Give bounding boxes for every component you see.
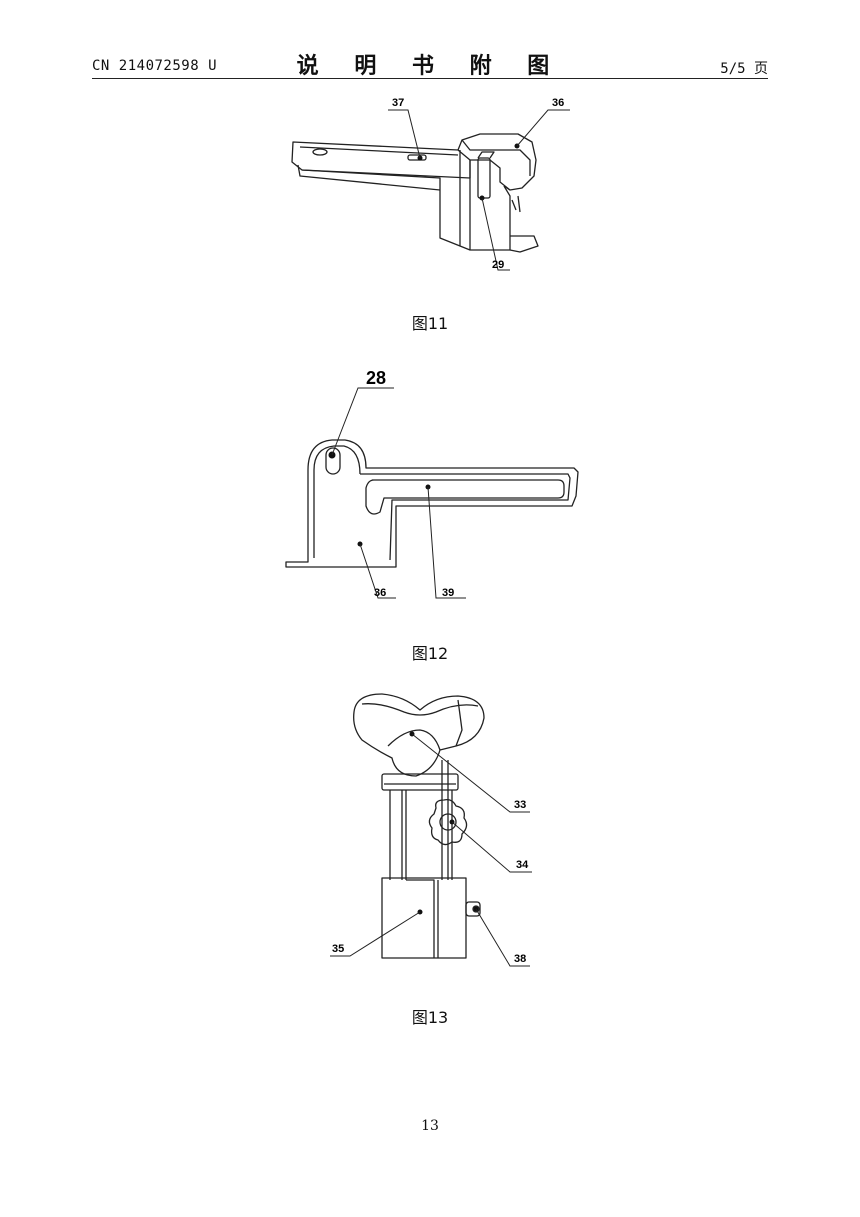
figure-13-label-b: 34	[516, 859, 529, 871]
figure-12-caption: 图12	[411, 644, 449, 663]
header-rule	[92, 78, 768, 79]
figure-11-label-c: 29	[492, 259, 504, 271]
page-number: 13	[421, 1118, 439, 1134]
figure-12-label-c: 39	[442, 587, 454, 599]
page-title: 说 明 书 附 图	[296, 54, 564, 79]
figure-11-caption: 图11	[411, 314, 449, 333]
figure-12-label-b: 36	[374, 587, 386, 599]
page-count: 5/5 页	[720, 61, 768, 77]
figure-13-label-c: 35	[332, 943, 344, 955]
figure-11-label-a: 37	[392, 97, 404, 109]
figure-13-label-d: 38	[514, 953, 526, 965]
figure-13-caption: 图13	[411, 1008, 449, 1027]
document-number: CN 214072598 U	[92, 58, 218, 74]
figure-12-label-a: 28	[366, 368, 386, 388]
figure-13-label-a: 33	[514, 799, 526, 811]
figure-11-label-b: 36	[552, 97, 564, 109]
